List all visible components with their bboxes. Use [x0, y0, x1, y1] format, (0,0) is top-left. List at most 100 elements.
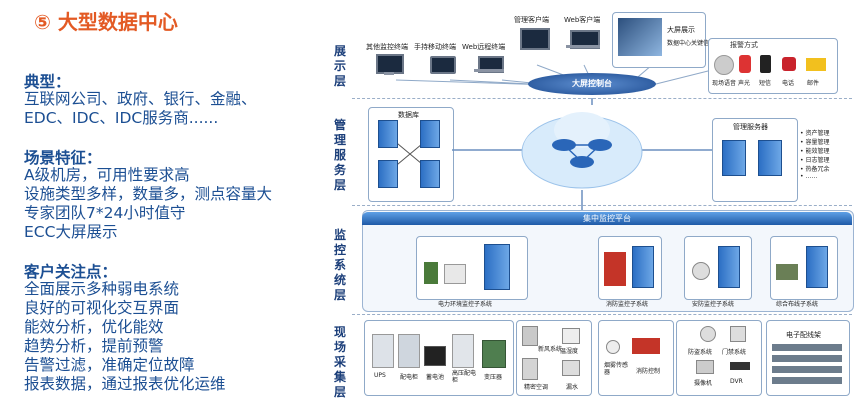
- security-field-group: [676, 320, 762, 396]
- db-server-icon: [378, 120, 398, 148]
- concerns-line-5: 告警过滤，准确定位故障: [24, 356, 195, 374]
- fresh-air-icon: [522, 326, 538, 346]
- big-screen-label: 大屏展示: [667, 26, 695, 34]
- db-server-icon: [420, 160, 440, 188]
- field-label-ups: UPS: [374, 372, 386, 379]
- features-line-2: 设施类型多样，数量多，测点容量大: [24, 185, 273, 203]
- field-label-fire-control: 消防控制: [636, 368, 661, 375]
- console-label: 大屏控制台: [572, 79, 612, 88]
- concerns-line-4: 趋势分析，提前预警: [24, 337, 164, 355]
- concerns-line-2: 良好的可视化交互界面: [24, 299, 180, 317]
- hv-cabinet-icon: [452, 334, 474, 368]
- big-screen-display-icon: [618, 18, 662, 56]
- strobe-light-icon: [739, 55, 751, 73]
- mobile-phone-icon: [760, 55, 771, 73]
- patch-panel-row-icon: [772, 344, 842, 351]
- patch-panel-row-icon: [772, 377, 842, 384]
- field-label-access-control: 门禁系统: [722, 349, 747, 356]
- client-label-management: 管理客户端: [514, 16, 549, 24]
- field-label-water-leak: 漏水: [566, 384, 579, 391]
- function-more: • ……: [800, 173, 818, 180]
- layer-divider: [352, 98, 852, 99]
- alarm-method-strobe: 声光: [738, 80, 751, 87]
- subsystem-label-security: 安防监控子系统: [692, 301, 735, 308]
- env-sensor-icon: [444, 264, 466, 284]
- email-envelope-icon: [806, 58, 826, 71]
- management-server-label: 管理服务器: [733, 123, 768, 131]
- smoke-detector-icon: [606, 340, 620, 354]
- typical-line-2: EDC、IDC、IDC服务商......: [24, 109, 219, 127]
- power-env-server-icon: [484, 244, 510, 290]
- transformer-icon: [482, 340, 506, 368]
- field-label-anti-theft: 防盗系统: [688, 349, 713, 356]
- subsystem-label-power-env: 电力环境监控子系统: [438, 301, 493, 308]
- field-label-fresh-air: 新风系统: [538, 346, 563, 353]
- security-server-icon: [718, 246, 740, 288]
- subsystem-label-fire: 消防监控子系统: [606, 301, 649, 308]
- camera-icon: [696, 360, 714, 374]
- concerns-line-6: 报表数据，通过报表优化运维: [24, 375, 226, 393]
- dome-camera-icon: [692, 262, 710, 280]
- distribution-cabinet-icon: [398, 334, 420, 368]
- patch-panel-row-icon: [772, 355, 842, 362]
- field-label-dvr: DVR: [730, 378, 743, 385]
- management-server-icon: [722, 140, 746, 176]
- fire-cabinet-icon: [604, 252, 626, 286]
- laptop-base-icon: [474, 69, 504, 72]
- tablet-icon: [430, 56, 456, 74]
- function-energy: • 能效管理: [800, 148, 830, 155]
- monitor-stand-icon: [384, 72, 394, 75]
- function-capacity: • 容量管理: [800, 139, 830, 146]
- concerns-line-3: 能效分析，优化能效: [24, 318, 164, 336]
- management-client-icon: [520, 28, 550, 50]
- alarm-method-voice: 现场语音: [712, 80, 737, 87]
- database-label: 数据库: [398, 111, 419, 119]
- layer-label-display: 展示层: [333, 44, 346, 88]
- layer-divider: [352, 205, 852, 206]
- client-label-web: Web客户端: [564, 16, 601, 24]
- patch-panel-icon: [776, 264, 798, 280]
- desktop-monitor-icon: [376, 54, 404, 74]
- field-label-battery: 蓄电池: [426, 374, 445, 381]
- features-line-3: 专家团队7*24小时值守: [24, 204, 186, 222]
- alarm-method-phone: 电话: [782, 80, 795, 87]
- alarm-title: 报警方式: [730, 41, 758, 49]
- page-title: ⑤ 大型数据中心: [34, 10, 178, 34]
- db-server-icon: [378, 160, 398, 188]
- field-label-camera: 摄像机: [694, 380, 713, 387]
- dvr-icon: [730, 362, 750, 370]
- console-ellipse: [528, 73, 656, 95]
- field-label-transformer: 变压器: [484, 374, 503, 381]
- section-title-concerns: 客户关注点：: [24, 263, 118, 281]
- terminal-label-other: 其他监控终端: [366, 43, 408, 51]
- field-label-hv: 高压配电柜: [452, 370, 477, 384]
- section-title-features: 场景特征：: [24, 149, 102, 167]
- layer-label-monitor: 监控系统层: [333, 228, 346, 302]
- patch-panel-row-icon: [772, 366, 842, 373]
- terminal-label-mobile: 手持移动终端: [414, 43, 456, 51]
- subsystem-label-cabling: 综合布线子系统: [776, 301, 819, 308]
- temp-humidity-icon: [562, 328, 580, 344]
- anti-theft-icon: [700, 326, 716, 342]
- precision-ac-icon: [522, 358, 538, 380]
- db-server-icon: [420, 120, 440, 148]
- laptop-icon: [478, 56, 504, 73]
- access-control-icon: [730, 326, 746, 342]
- section-title-typical: 典型：: [24, 73, 71, 91]
- web-client-icon: [570, 30, 600, 49]
- battery-icon: [424, 346, 446, 366]
- terminal-label-web-remote: Web远程终端: [462, 43, 506, 51]
- speaker-icon: [714, 55, 734, 75]
- big-screen-sublabel: 数据中心关键信息: [667, 40, 716, 47]
- web-client-base-icon: [566, 45, 600, 48]
- layer-label-management: 管理服务层: [333, 118, 346, 192]
- field-label-patch-panel: 电子配线架: [786, 331, 821, 339]
- function-hot-standby: • 热备冗余: [800, 166, 830, 173]
- water-leak-icon: [562, 360, 580, 376]
- fire-control-icon: [632, 338, 660, 354]
- layer-divider: [352, 314, 852, 315]
- typical-line-1: 互联网公司、政府、银行、金融、: [24, 90, 257, 108]
- ups-icon: [372, 334, 394, 368]
- features-line-4: ECC大屏展示: [24, 223, 118, 241]
- alarm-method-email: 邮件: [807, 80, 820, 87]
